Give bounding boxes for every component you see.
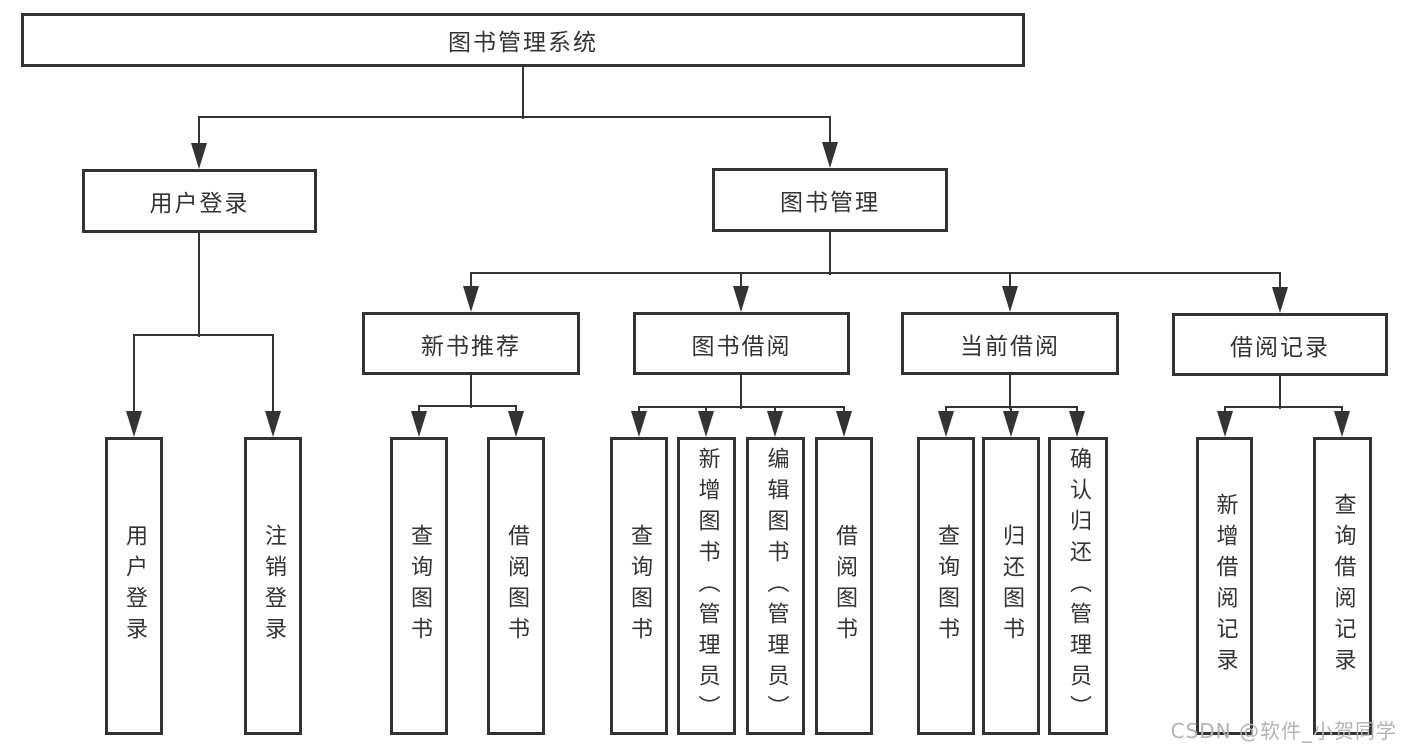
node-label: 新增图书（管理员）	[694, 446, 720, 726]
arrow-down-icon	[191, 143, 207, 169]
connector-line	[945, 407, 947, 413]
node-label: 编辑图书（管理员）	[763, 446, 789, 726]
node-label: 新增借阅记录	[1212, 493, 1238, 679]
connector-line	[272, 335, 274, 413]
leaf-query-books-1: 查询图书	[390, 437, 448, 735]
arrow-down-icon	[767, 411, 783, 437]
connector-line	[740, 273, 742, 288]
connector-line	[1010, 407, 1012, 413]
leaf-add-books-admin: 新增图书（管理员）	[677, 437, 736, 735]
node-label: 归还图书	[999, 524, 1024, 648]
arrow-down-icon	[822, 142, 838, 168]
leaf-return-books: 归还图书	[982, 437, 1040, 735]
node-label: 查询借阅记录	[1330, 493, 1356, 679]
node-label: 查询图书	[407, 524, 432, 648]
node-label: 用户登录	[122, 524, 147, 648]
leaf-edit-books-admin: 编辑图书（管理员）	[746, 437, 805, 735]
arrow-down-icon	[508, 411, 524, 437]
arrow-down-icon	[411, 411, 427, 437]
leaf-query-borrow-record: 查询借阅记录	[1313, 437, 1372, 735]
arrow-down-icon	[938, 411, 954, 437]
arrow-down-icon	[1002, 286, 1018, 312]
connector-line	[638, 406, 845, 408]
connector-line	[522, 67, 524, 119]
connector-line	[470, 272, 1281, 274]
node-label: 借阅图书	[832, 524, 857, 648]
connector-line	[774, 407, 776, 413]
node-label: 借阅记录	[1230, 334, 1330, 361]
connector-line	[829, 117, 831, 144]
connector-line	[515, 406, 517, 413]
node-label: 图书借阅	[691, 333, 792, 360]
arrow-down-icon	[698, 411, 714, 437]
arrow-down-icon	[836, 411, 852, 437]
arrow-down-icon	[463, 286, 479, 312]
leaf-confirm-return-admin: 确认归还（管理员）	[1048, 437, 1108, 735]
leaf-borrow-books-1: 借阅图书	[487, 437, 545, 735]
leaf-add-borrow-record: 新增借阅记录	[1196, 437, 1253, 735]
arrow-down-icon	[631, 411, 647, 437]
watermark-text: CSDN @软件_小贺同学	[1170, 719, 1397, 743]
node-label: 当前借阅	[960, 333, 1060, 360]
connector-line	[198, 117, 200, 145]
leaf-borrow-books-2: 借阅图书	[815, 437, 873, 735]
connector-line	[1009, 273, 1011, 288]
connector-line	[133, 335, 135, 413]
arrow-down-icon	[1334, 411, 1350, 437]
node-label: 借阅图书	[504, 524, 529, 648]
connector-line	[829, 232, 831, 275]
node-label: 确认归还（管理员）	[1066, 446, 1091, 726]
node-label: 查询图书	[934, 524, 959, 648]
leaf-query-books-2: 查询图书	[610, 437, 668, 735]
node-label: 新书推荐	[421, 333, 521, 360]
connector-line	[705, 407, 707, 413]
connector-line	[1341, 407, 1343, 413]
connector-line	[418, 406, 420, 413]
connector-line	[198, 233, 200, 337]
connector-line	[1279, 376, 1281, 409]
connector-line	[1224, 407, 1226, 413]
connector-line	[133, 334, 274, 336]
connector-line	[1224, 406, 1343, 408]
arrow-down-icon	[126, 411, 142, 437]
connector-line	[740, 375, 742, 409]
node-label: 注销登录	[261, 524, 286, 648]
connector-line	[1009, 375, 1011, 409]
connector-line	[1076, 407, 1078, 413]
arrow-down-icon	[1272, 287, 1288, 313]
node-current-borrowing: 当前借阅	[901, 312, 1119, 375]
leaf-query-books-3: 查询图书	[917, 437, 975, 735]
arrow-down-icon	[1217, 411, 1233, 437]
node-new-book-recommendation: 新书推荐	[362, 312, 580, 375]
node-book-borrowing: 图书借阅	[633, 312, 850, 375]
arrow-down-icon	[265, 411, 281, 437]
connector-line	[418, 405, 517, 407]
node-label: 图书管理系统	[448, 30, 598, 56]
connector-line	[470, 273, 472, 288]
node-label: 查询图书	[627, 524, 652, 648]
connector-line	[638, 407, 640, 413]
arrow-down-icon	[733, 286, 749, 312]
connector-line	[198, 116, 831, 118]
connector-line	[470, 375, 472, 408]
leaf-logout: 注销登录	[244, 437, 302, 735]
connector-line	[843, 407, 845, 413]
node-label: 用户登录	[149, 191, 250, 217]
node-user-login: 用户登录	[82, 169, 317, 233]
node-book-management: 图书管理	[712, 168, 948, 232]
node-label: 图书管理	[780, 190, 880, 216]
node-library-system: 图书管理系统	[21, 13, 1025, 67]
arrow-down-icon	[1069, 411, 1085, 437]
connector-line	[1279, 273, 1281, 289]
node-borrowing-records: 借阅记录	[1172, 313, 1388, 376]
arrow-down-icon	[1003, 411, 1019, 437]
leaf-user-login: 用户登录	[105, 437, 163, 735]
